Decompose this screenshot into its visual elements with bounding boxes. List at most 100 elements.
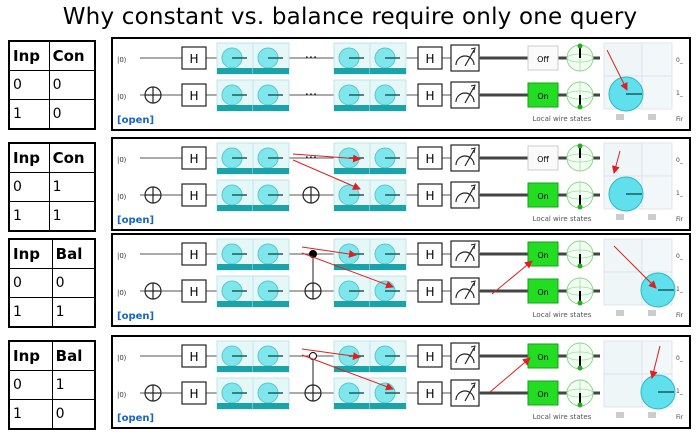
meter-icon xyxy=(455,92,475,103)
h-gate-label: H xyxy=(425,89,434,103)
basis-label: 1_ xyxy=(676,190,684,197)
q-bar xyxy=(334,301,370,307)
open-link[interactable]: [open] xyxy=(117,115,154,126)
h-gate xyxy=(181,83,207,107)
h-gate-label: H xyxy=(189,89,198,103)
amp-cell xyxy=(603,42,643,77)
amp-cell xyxy=(641,238,673,273)
h-gate xyxy=(417,242,443,266)
h-gate-label: H xyxy=(189,387,198,401)
amp-cell xyxy=(603,340,643,375)
h-gate-label: H xyxy=(189,152,198,166)
basis-label: 0_ xyxy=(676,57,684,64)
red-arrow xyxy=(301,246,357,258)
table-header-cell: Bal xyxy=(51,238,96,269)
table-header-cell: Bal xyxy=(51,340,96,371)
q-bar xyxy=(370,205,406,211)
basis-label: 0_ xyxy=(676,355,684,362)
open-link[interactable]: [open] xyxy=(117,413,154,424)
table-header-cell: Inp xyxy=(8,40,50,71)
ellipsis: ··· xyxy=(305,51,317,66)
red-arrow xyxy=(489,357,531,393)
input-ket-top: |0⟩ xyxy=(117,354,127,362)
table-cell: 0 xyxy=(48,99,96,130)
red-arrow xyxy=(292,159,361,190)
h-gate-label: H xyxy=(189,350,198,364)
table-cell: 0 xyxy=(51,399,96,430)
q-bar xyxy=(334,105,370,111)
wire-state-label: On xyxy=(537,353,548,362)
input-ket-bottom: |0⟩ xyxy=(117,289,127,297)
ellipsis: ··· xyxy=(305,151,317,166)
q-bar xyxy=(334,366,370,372)
h-gate xyxy=(417,183,443,207)
q-bar xyxy=(370,168,406,174)
q-bar xyxy=(217,168,253,174)
amp-cell xyxy=(641,42,673,77)
h-gate-label: H xyxy=(189,52,198,66)
q-bar xyxy=(370,403,406,409)
mini-bar xyxy=(648,114,656,120)
wire-state-label: Off xyxy=(537,155,549,164)
h-gate xyxy=(181,146,207,170)
h-gate xyxy=(181,183,207,207)
q-bar xyxy=(217,366,253,372)
table-cell: 1 xyxy=(51,370,96,400)
table-cell: 0 xyxy=(8,370,53,400)
table-cell: 0 xyxy=(8,268,53,298)
table-header-cell: Inp xyxy=(8,142,50,173)
wire-state-box xyxy=(527,182,559,208)
h-gate-label: H xyxy=(189,189,198,203)
q-bar xyxy=(217,68,253,74)
q-bar xyxy=(253,264,289,270)
q-bar xyxy=(253,403,289,409)
table-cell: 1 xyxy=(8,201,50,232)
basis-label: 0_ xyxy=(676,253,684,260)
table-header-cell: Inp xyxy=(8,340,53,371)
basis-label: 0_ xyxy=(676,157,684,164)
amp-cell xyxy=(603,373,643,408)
q-bar xyxy=(217,301,253,307)
partial-label: Fir xyxy=(676,116,684,123)
amp-cell xyxy=(641,75,673,110)
basis-label: 1_ xyxy=(676,388,684,395)
q-bar xyxy=(370,264,406,270)
h-gate xyxy=(417,83,443,107)
wire-state-box xyxy=(527,343,559,369)
amp-cell xyxy=(603,271,643,306)
input-ket-bottom: |0⟩ xyxy=(117,193,127,201)
q-bar xyxy=(253,168,289,174)
open-link[interactable]: [open] xyxy=(117,215,154,226)
table-cell: 0 xyxy=(51,268,96,298)
q-bar xyxy=(217,264,253,270)
h-gate-label: H xyxy=(189,285,198,299)
mini-bar xyxy=(648,310,656,316)
q-bar xyxy=(253,301,289,307)
input-ket-bottom: |0⟩ xyxy=(117,93,127,101)
wire-state-label: On xyxy=(537,288,548,297)
meter-icon xyxy=(455,251,475,262)
local-wire-states-caption: Local wire states xyxy=(533,311,592,319)
measure-gate xyxy=(450,81,480,109)
table-cell: 1 xyxy=(8,99,50,130)
red-arrow xyxy=(606,49,628,91)
table-cell: 0 xyxy=(8,172,50,202)
input-ket-top: |0⟩ xyxy=(117,56,127,64)
h-gate-label: H xyxy=(425,189,434,203)
open-link[interactable]: [open] xyxy=(117,311,154,322)
q-bar xyxy=(334,403,370,409)
q-bar xyxy=(253,205,289,211)
h-gate-label: H xyxy=(425,52,434,66)
basis-label: 1_ xyxy=(676,90,684,97)
